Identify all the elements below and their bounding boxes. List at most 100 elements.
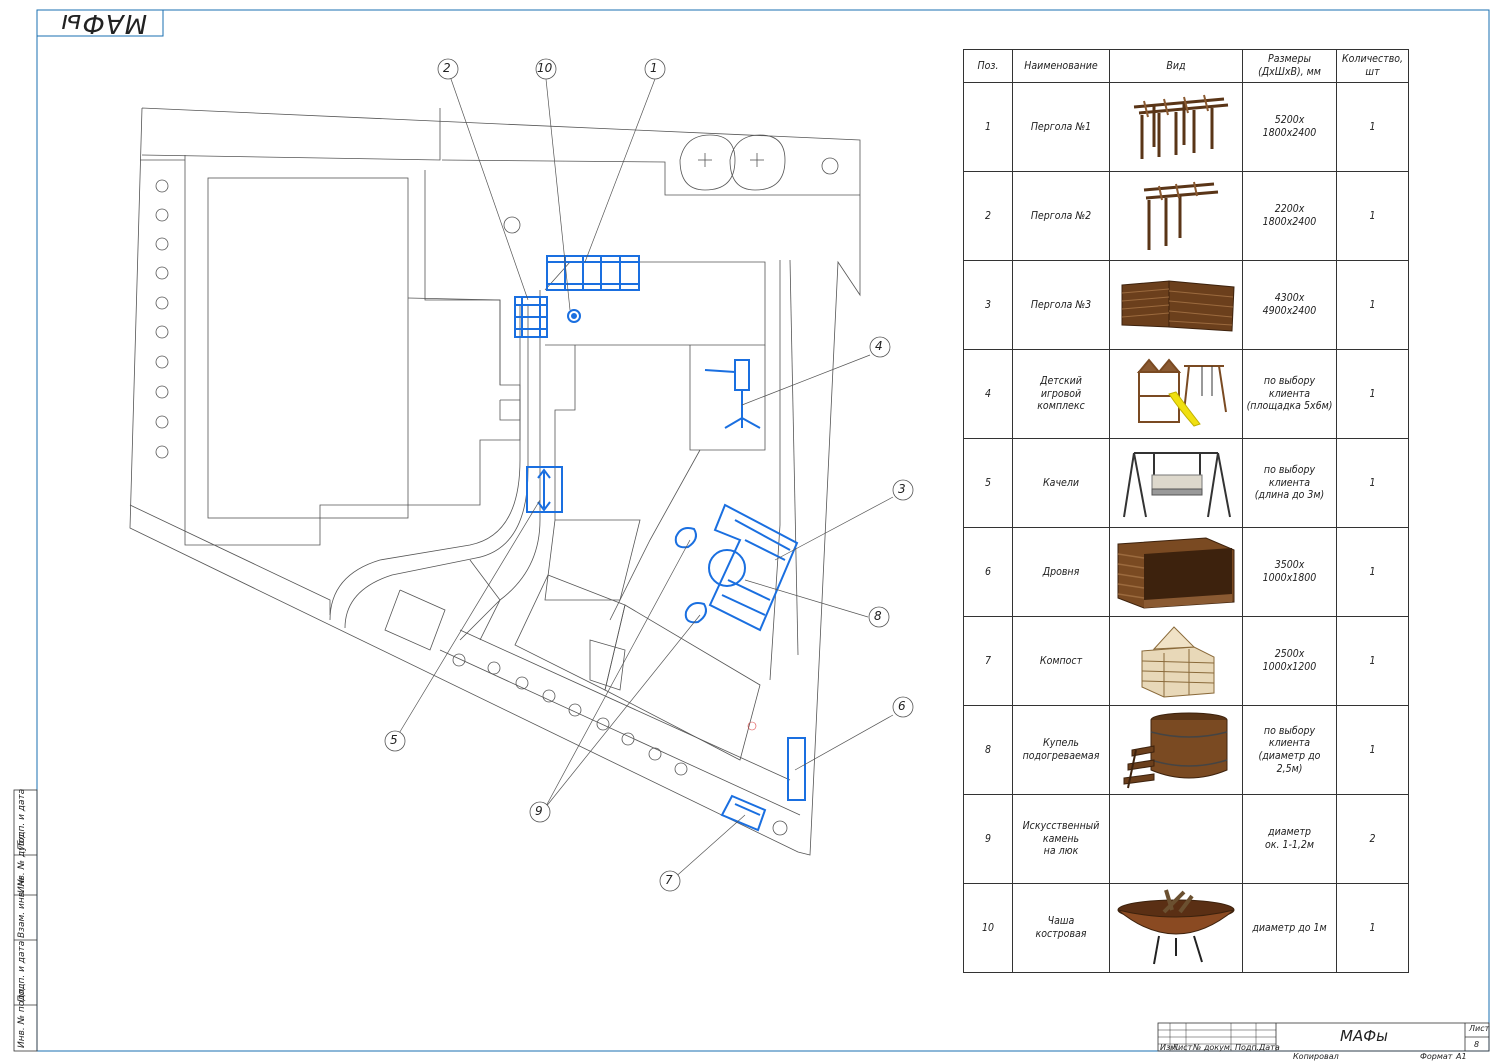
spec-size: 2500х 1000х1200 <box>1242 616 1337 706</box>
title-col: № докум. <box>1193 1043 1233 1052</box>
spec-view <box>1109 349 1243 439</box>
format-value: А1 <box>1456 1052 1467 1061</box>
callout-label: 2 <box>443 61 451 75</box>
header-qty: Количество, шт <box>1336 49 1409 83</box>
spec-name: Пергола №3 <box>1012 260 1110 350</box>
format-label: Формат <box>1420 1052 1453 1061</box>
callout-label: 3 <box>898 482 906 496</box>
stone-1-plan <box>674 527 697 549</box>
callout-label: 6 <box>898 699 906 713</box>
site-plan <box>129 58 914 892</box>
leader-lines <box>394 78 894 881</box>
spec-qty: 1 <box>1336 349 1409 439</box>
spec-qty: 1 <box>1336 171 1409 261</box>
spec-view <box>1109 705 1243 795</box>
spec-view <box>1109 527 1243 617</box>
spec-view <box>1109 794 1243 884</box>
spec-name: Качели <box>1012 438 1110 528</box>
compost-plan <box>720 794 767 832</box>
spec-qty: 1 <box>1336 82 1409 172</box>
spec-pos: 5 <box>963 438 1013 528</box>
copied-label: Копировал <box>1293 1052 1339 1061</box>
spec-name: Пергола №2 <box>1012 171 1110 261</box>
callout-label: 5 <box>390 733 398 747</box>
trees <box>155 134 839 836</box>
spec-pos: 8 <box>963 705 1013 795</box>
spec-size: 2200х 1800х2400 <box>1242 171 1337 261</box>
spec-view <box>1109 616 1243 706</box>
pergola-1-image <box>1133 94 1229 159</box>
pergola-3-plan <box>708 503 799 632</box>
spec-name: Компост <box>1012 616 1110 706</box>
spec-pos: 9 <box>963 794 1013 884</box>
spec-header-row: Поз. Наименование Вид Размеры (ДхШхВ), м… <box>963 49 1409 83</box>
title-col: Лист <box>1172 1043 1193 1052</box>
callout-label: 4 <box>875 339 883 353</box>
fire-bowl-plan <box>567 309 581 323</box>
spec-name: Пергола №1 <box>1012 82 1110 172</box>
pergola-2-image <box>1143 181 1219 250</box>
callout-circles <box>384 58 914 892</box>
spec-size: диаметр до 1м <box>1242 883 1337 973</box>
spec-name: Искусственный камень на люк <box>1012 794 1110 884</box>
hot-tub-image <box>1123 712 1228 789</box>
title-col: Изм. <box>1160 1043 1179 1052</box>
spec-name: Детский игровой комплекс <box>1012 349 1110 439</box>
title-block-name: МАФы <box>1340 1027 1388 1045</box>
header-name: Наименование <box>1012 49 1110 83</box>
pergola-3-image <box>1121 280 1235 332</box>
spec-view <box>1109 82 1243 172</box>
spec-pos: 6 <box>963 527 1013 617</box>
callout-label: 1 <box>650 61 658 75</box>
spec-view <box>1109 171 1243 261</box>
spec-name: Чаша костровая <box>1012 883 1110 973</box>
header-size: Размеры (ДхШхВ), мм <box>1242 49 1337 83</box>
spec-qty: 1 <box>1336 705 1409 795</box>
header-view: Вид <box>1109 49 1243 83</box>
spec-qty: 2 <box>1336 794 1409 884</box>
spec-qty: 1 <box>1336 527 1409 617</box>
callout-label: 7 <box>665 873 673 887</box>
swing-plan <box>526 466 563 513</box>
spec-qty: 1 <box>1336 260 1409 350</box>
title-col: Подп. <box>1235 1043 1260 1052</box>
playground-image <box>1136 358 1227 427</box>
spec-qty: 1 <box>1336 438 1409 528</box>
stone-2-plan <box>684 602 707 624</box>
spec-size: 4300х 4900х2400 <box>1242 260 1337 350</box>
playground-plan <box>734 359 750 391</box>
spec-name: Купель подогреваемая <box>1012 705 1110 795</box>
spec-pos: 10 <box>963 883 1013 973</box>
spec-pos: 4 <box>963 349 1013 439</box>
woodshed-image <box>1117 537 1235 609</box>
spec-pos: 2 <box>963 171 1013 261</box>
title-col: Дата <box>1259 1043 1280 1052</box>
spec-pos: 3 <box>963 260 1013 350</box>
callout-label: 9 <box>535 804 543 818</box>
spec-pos: 7 <box>963 616 1013 706</box>
callout-label: 8 <box>874 609 882 623</box>
fire-bowl-image <box>1117 889 1235 965</box>
plan-linework <box>129 107 861 856</box>
spec-view <box>1109 260 1243 350</box>
spec-name: Дровня <box>1012 527 1110 617</box>
spec-size: 3500х 1000х1800 <box>1242 527 1337 617</box>
callout-label: 10 <box>537 61 553 75</box>
spec-view <box>1109 438 1243 528</box>
hot-tub-plan <box>708 549 746 587</box>
sheet-number: 8 <box>1474 1040 1480 1049</box>
woodshed-plan <box>787 737 806 801</box>
pergola-1-plan <box>546 255 640 291</box>
spec-size: диаметр ок. 1-1,2м <box>1242 794 1337 884</box>
